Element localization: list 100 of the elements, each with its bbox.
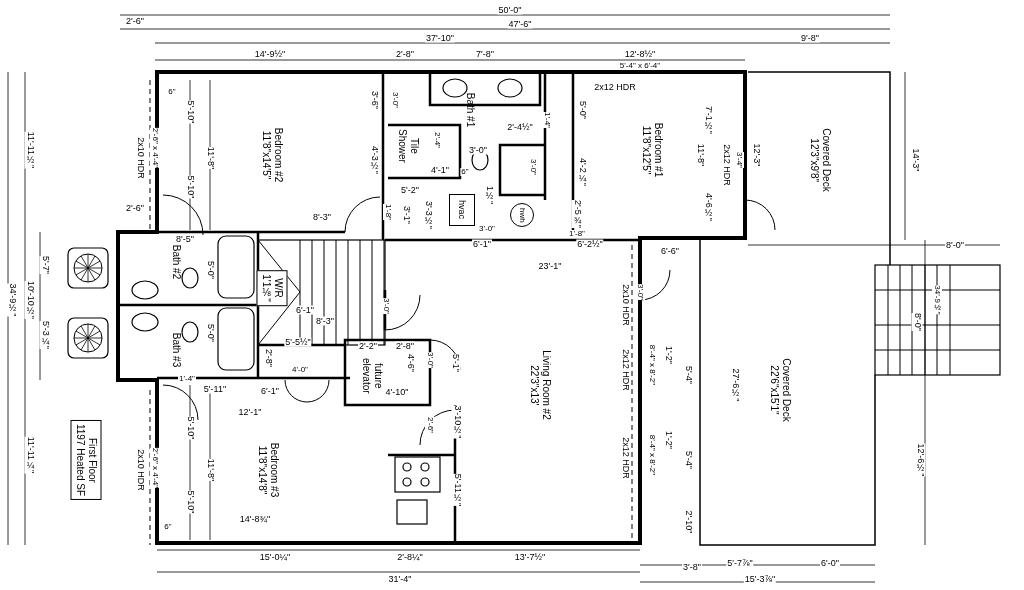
dimension-label: 3'-0" bbox=[635, 284, 645, 300]
note-box bbox=[70, 419, 102, 501]
room-name: Covered Deck bbox=[780, 358, 792, 422]
dimension-label: 12'-6½" bbox=[914, 443, 926, 477]
dimension-label: 1'-8" bbox=[568, 230, 586, 238]
water-heater-symbol bbox=[510, 203, 534, 227]
dimension-label: 2'-6" bbox=[125, 16, 145, 26]
dimension-label: 8'-3" bbox=[315, 316, 335, 326]
dimension-label: 6'-1" bbox=[472, 239, 492, 249]
dimension-label: 6'-0" bbox=[820, 558, 840, 568]
room-name: Bedroom #2 bbox=[272, 127, 284, 183]
room-size: 22'3"x13' bbox=[528, 363, 540, 408]
dimension-label: 2'-8" bbox=[395, 49, 415, 59]
dimension-label: 3'-8" bbox=[682, 562, 702, 572]
dimension-label: 3'-0" bbox=[468, 145, 488, 155]
dimension-label: 2'-4½" bbox=[506, 122, 534, 132]
room-size: 12'3"x9'8" bbox=[808, 137, 820, 184]
room-size: 11'8"x14'5" bbox=[260, 129, 272, 182]
dimension-label: 3'-0" bbox=[381, 298, 391, 314]
room-name: Bedroom #1 bbox=[652, 122, 664, 178]
dimension-label: 11'-11½" bbox=[24, 131, 36, 169]
dimension-label: 5'-11½" bbox=[451, 473, 463, 507]
dimension-label: 15'-3⅞" bbox=[743, 574, 777, 584]
dimension-label: 1'-4" bbox=[542, 112, 552, 128]
window-size-label: 2'-6" x 4'-4" bbox=[150, 447, 160, 489]
dimension-label: 37'-10" bbox=[425, 33, 455, 43]
window-size-label: 8'-4" x 8'-2" bbox=[647, 434, 657, 476]
note-text: First Floor bbox=[86, 436, 98, 485]
header-label: 2x12 HDR bbox=[593, 82, 637, 92]
dimension-label: 9'-8" bbox=[800, 33, 820, 43]
dimension-label: 3'-3½" bbox=[422, 201, 434, 229]
dimension-label: 31'-4" bbox=[387, 574, 413, 584]
room-size: 11'8"x12'5" bbox=[640, 124, 652, 177]
note-text: hvac bbox=[456, 200, 468, 220]
dimension-label: 7'-1½" bbox=[702, 106, 714, 134]
dimension-label: 13'-7½" bbox=[513, 552, 547, 562]
dimension-label: 14'-9½" bbox=[253, 49, 287, 59]
dimension-label: 1½" bbox=[483, 185, 495, 205]
dimension-label: 6'-6" bbox=[660, 246, 680, 256]
dimension-label: 4'-3½" bbox=[368, 146, 380, 174]
window-size-label: 8'-4" x 8'-2" bbox=[647, 344, 657, 386]
dimension-label: 2'-4" bbox=[432, 132, 442, 148]
note-text: 1'1⅛" bbox=[260, 274, 272, 302]
window-size-label: 2'-6" x 4'-4" bbox=[150, 127, 160, 169]
dimension-label: 8'-0" bbox=[911, 313, 923, 331]
dimension-label: 23'-1" bbox=[537, 261, 563, 271]
room-name: Bedroom #3 bbox=[268, 442, 280, 498]
room-name: Bath #2 bbox=[170, 244, 182, 280]
room-name: Bath #3 bbox=[170, 332, 182, 368]
dimension-label: 4'-10" bbox=[384, 387, 410, 397]
dimension-label: 3'-0" bbox=[528, 159, 538, 175]
dimension-label: 14'-8¾" bbox=[238, 514, 272, 524]
note-text: hwh bbox=[517, 207, 527, 223]
dimension-label: 2'-5¾" bbox=[571, 200, 583, 228]
window-size-label: 5'-4" x 6'-4" bbox=[618, 62, 662, 70]
dimension-label: 5'-3¼" bbox=[39, 321, 51, 349]
dimension-label: 1'-8" bbox=[383, 204, 393, 220]
dimension-label: 4'-2¼" bbox=[576, 158, 588, 186]
dimension-label: 2'-6" bbox=[425, 417, 435, 433]
note-text: W/R bbox=[272, 277, 284, 300]
note-text: 1197 Heated SF bbox=[74, 423, 86, 497]
note-box bbox=[256, 270, 288, 306]
dimension-label: 8'-5" bbox=[175, 234, 195, 244]
dimension-label: 50'-0" bbox=[497, 5, 523, 15]
dimension-label: 34'-9½" bbox=[932, 285, 942, 315]
room-name: future elevator bbox=[360, 358, 384, 394]
dimension-label: 5'-5½" bbox=[284, 337, 312, 347]
dimension-label: 6" bbox=[163, 523, 173, 531]
dimension-label: 4'-1" bbox=[430, 165, 450, 175]
dimension-label: 3'-0" bbox=[478, 225, 496, 233]
dimension-label: 5'-11" bbox=[202, 384, 228, 394]
dimension-label: 4'-6½" bbox=[702, 193, 714, 221]
dimension-label: 5'-7" bbox=[39, 256, 51, 274]
dimension-label: 3'-0" bbox=[390, 92, 400, 108]
room-size: 22'6"x15'1" bbox=[768, 364, 780, 417]
dimension-label: 5'-7⅞" bbox=[726, 558, 754, 568]
dimension-label: 8'-0" bbox=[945, 240, 965, 250]
dimension-label: 6'-1" bbox=[260, 386, 280, 396]
dimension-label: 2'-8¼" bbox=[396, 552, 424, 562]
dimension-label: 8'-3" bbox=[312, 212, 332, 222]
dimension-label: 4'-0" bbox=[291, 366, 309, 374]
dimension-label: 10'-10½" bbox=[24, 281, 36, 319]
dimension-label: 6" bbox=[167, 88, 177, 96]
dimension-label: 5'-2" bbox=[400, 185, 420, 195]
room-size: 11'8"x14'8" bbox=[256, 444, 268, 497]
dimension-label: 6'-1" bbox=[295, 305, 315, 315]
dimension-label: 7'-8" bbox=[475, 49, 495, 59]
dimension-label: 3'-4" bbox=[734, 152, 744, 168]
room-name: Covered Deck bbox=[820, 128, 832, 192]
dimension-label: 2'-8" bbox=[395, 341, 415, 351]
dimension-label: 12'-1" bbox=[237, 407, 263, 417]
room-name: Living Room #2 bbox=[540, 350, 552, 420]
dimension-label: 34'-9½" bbox=[6, 283, 18, 317]
dimension-label: 1'-4" bbox=[178, 375, 196, 383]
dimension-label: 3'-0" bbox=[425, 352, 435, 368]
room-name: Tile Shower bbox=[396, 128, 420, 164]
hvac-unit bbox=[449, 194, 475, 226]
dimension-label: 12'-8½" bbox=[623, 49, 657, 59]
dimension-label: 3'-10½" bbox=[451, 405, 463, 439]
dimension-label: 2'-6" bbox=[125, 203, 145, 213]
